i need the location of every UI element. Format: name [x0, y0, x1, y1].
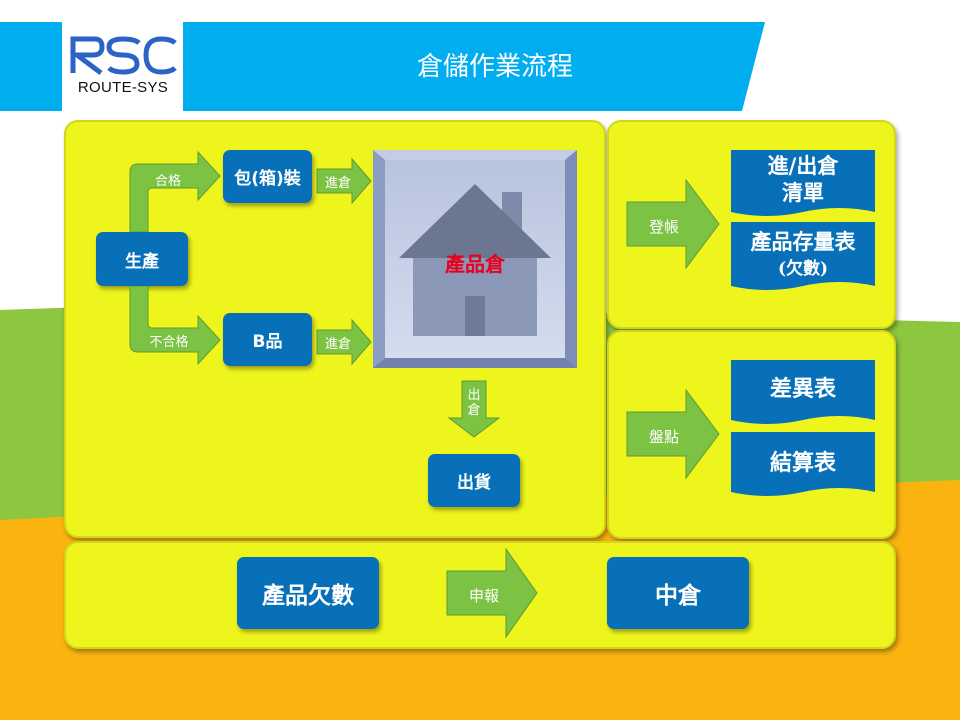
stock-table-subtitle: (欠數) — [777, 259, 829, 279]
warehouse-box — [373, 150, 577, 368]
shipment-box: 出貨 — [428, 454, 520, 507]
enter-warehouse-arrow-2 — [316, 318, 372, 366]
fail-label: 不合格 — [149, 335, 189, 350]
enter-warehouse-arrow-1 — [316, 157, 372, 205]
logo-text: ROUTE-SYS — [77, 79, 169, 96]
stock-table-title: 產品存量表 — [750, 229, 856, 254]
bookkeeping-label: 登帳 — [648, 218, 679, 236]
logo-mark — [69, 36, 177, 75]
settlement-document — [731, 432, 875, 496]
io-list-line1: 進/出倉 — [767, 153, 839, 178]
bookkeeping-arrow — [626, 178, 720, 270]
header-bar — [183, 22, 765, 111]
settlement-text: 結算表 — [769, 450, 836, 476]
outbound-label: 出倉 — [462, 388, 486, 418]
inventory-check-arrow — [626, 388, 720, 480]
enter-warehouse-label-2: 進倉 — [324, 337, 351, 352]
outbound-arrow — [448, 380, 500, 438]
stock-table-document — [731, 222, 875, 290]
packaging-box: 包(箱)裝 — [223, 150, 312, 203]
enter-warehouse-label-1: 進倉 — [324, 176, 351, 191]
outbound-label-1: 出 — [467, 388, 481, 403]
production-box: 生產 — [96, 232, 188, 286]
inventory-check-label: 盤點 — [648, 428, 679, 446]
product-shortage-box: 產品欠數 — [237, 557, 379, 629]
pass-arrow — [129, 150, 221, 232]
report-label: 申報 — [468, 587, 499, 605]
b-grade-box: B品 — [223, 313, 312, 366]
variance-text: 差異表 — [769, 376, 836, 402]
io-list-document — [731, 150, 875, 216]
io-list-text: 進/出倉清單 — [731, 152, 875, 207]
shortage-panel — [64, 541, 896, 649]
central-warehouse-box: 中倉 — [607, 557, 749, 629]
io-list-line2: 清單 — [782, 180, 824, 206]
fail-arrow — [129, 286, 221, 366]
page-title: 倉儲作業流程 — [416, 52, 573, 82]
header-bar-left — [0, 22, 62, 111]
pass-label: 合格 — [154, 174, 181, 189]
house-icon — [399, 184, 551, 336]
outbound-label-2: 倉 — [467, 403, 481, 418]
report-arrow — [446, 548, 538, 638]
variance-document — [731, 360, 875, 424]
warehouse-label: 產品倉 — [445, 252, 505, 276]
